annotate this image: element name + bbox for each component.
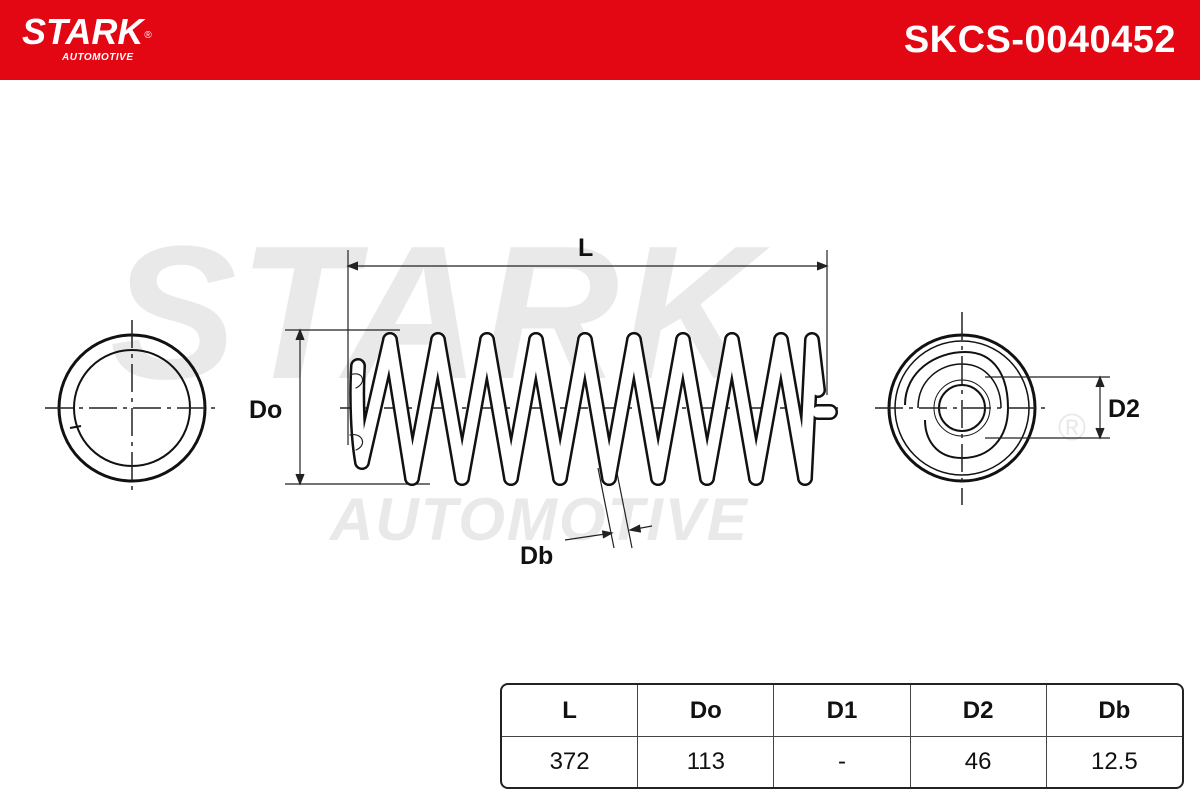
logo-brand: STARK — [22, 11, 144, 52]
length-dimension — [346, 250, 829, 445]
length-label: L — [578, 234, 593, 262]
spec-header-cell: Do — [638, 685, 775, 737]
spec-value-cell: 113 — [638, 737, 775, 787]
right-end-view — [875, 312, 1050, 505]
spec-value-cell: 372 — [502, 737, 639, 787]
d2-dimension — [985, 375, 1110, 440]
part-number: SKCS-0040452 — [903, 19, 1176, 61]
spring-coils — [349, 332, 838, 486]
spec-value-row: 372 113 - 46 12.5 — [502, 737, 1182, 787]
do-dimension — [285, 328, 430, 486]
logo-registered-mark: ® — [144, 30, 152, 41]
left-end-view — [45, 320, 220, 496]
db-dimension — [564, 467, 653, 549]
d2-label: D2 — [1108, 395, 1140, 423]
spec-header-row: L Do D1 D2 Db — [502, 685, 1182, 737]
spec-value-cell: 12.5 — [1090, 748, 1138, 775]
stark-logo: STARK® AUTOMOTIVE — [22, 11, 152, 64]
spring-technical-drawing: D2 L Do Db — [45, 234, 1140, 570]
spec-header-cell: D2 — [910, 685, 1047, 737]
spec-value-cell: 46 — [911, 737, 1047, 787]
spec-header-cell: D1 — [774, 685, 911, 737]
spec-header-cell: L — [502, 685, 639, 737]
db-label: Db — [520, 542, 553, 570]
right-center-lines — [875, 312, 1050, 505]
spec-value-cell: - — [774, 737, 911, 787]
left-center-lines — [45, 320, 220, 496]
logo-subtitle: AUTOMOTIVE — [62, 52, 134, 63]
header-bar: STARK® AUTOMOTIVE SKCS-0040452 — [0, 0, 1200, 80]
do-label: Do — [249, 396, 282, 424]
spec-table: L Do D1 D2 Db 372 113 - 46 12.5 — [500, 683, 1184, 789]
spec-header-cell: Db — [1046, 685, 1182, 737]
